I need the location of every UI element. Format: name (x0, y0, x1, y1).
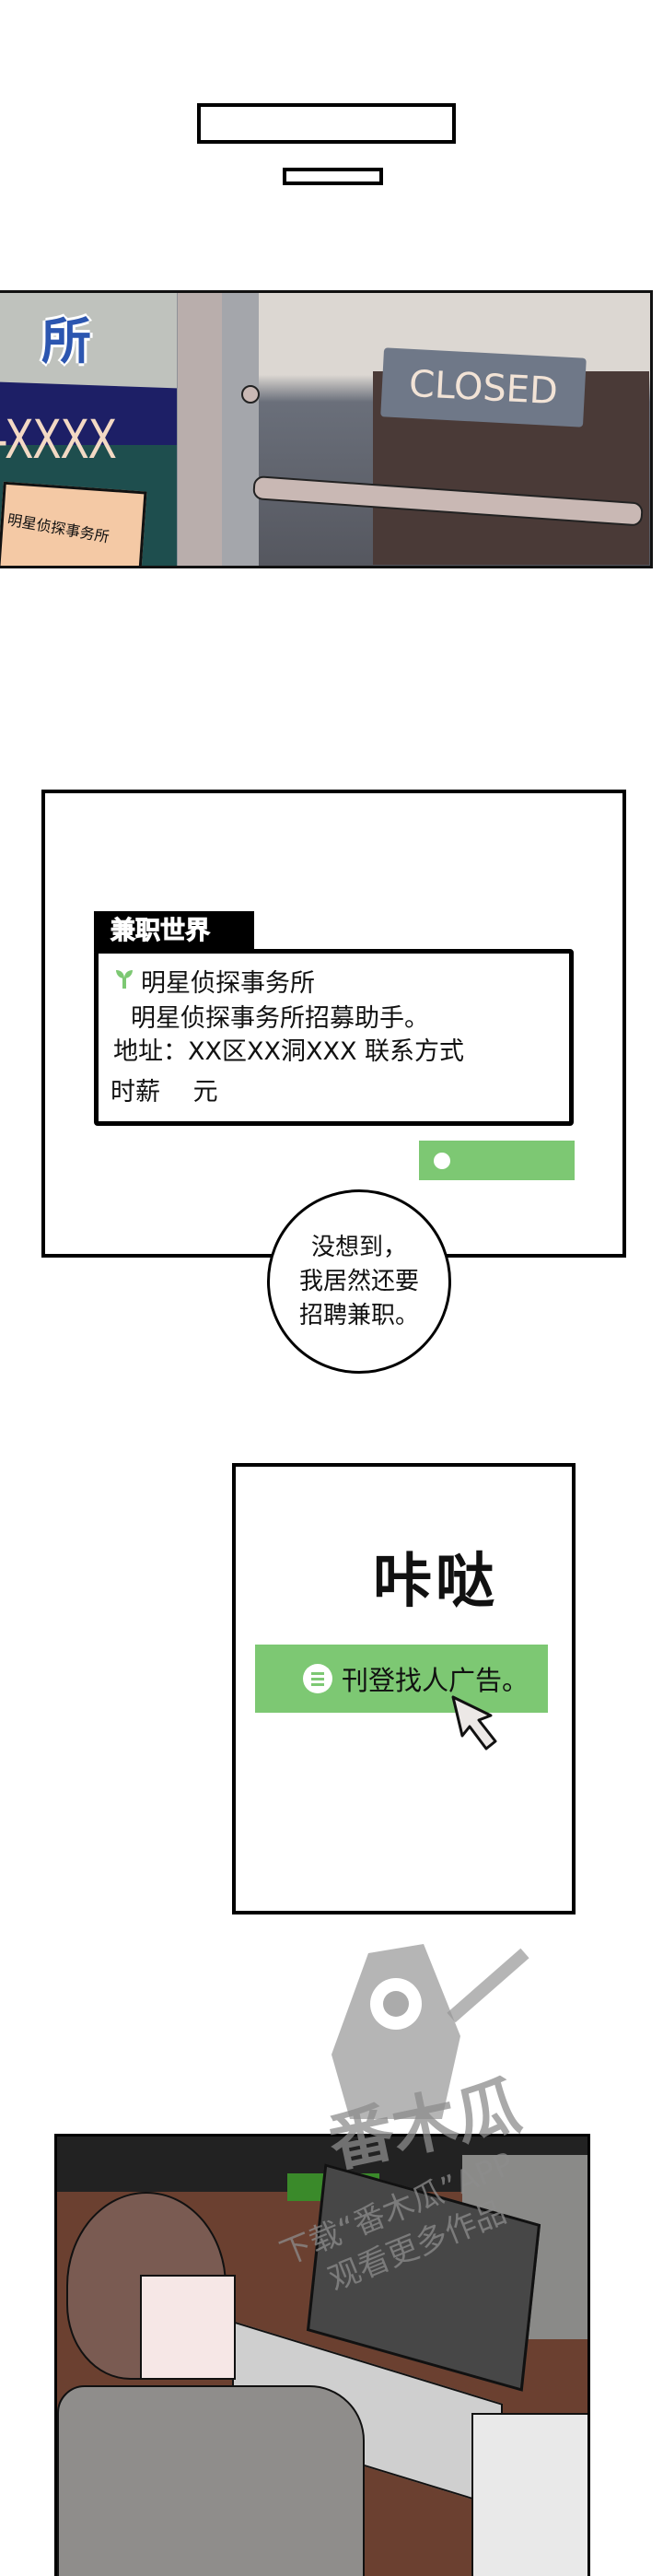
door-edge (222, 293, 259, 566)
bubble-line: 没想到， (310, 1233, 407, 1261)
watermark: 番木瓜 下载“番木瓜”APP 观看更多作品 (275, 1935, 645, 2298)
site-tab: 兼职世界 (94, 911, 254, 952)
empty-caption-box (197, 103, 456, 144)
job-ad-card: 明星侦探事务所 明星侦探事务所招募助手。 地址：XX区XX洞XXX 联系方式 时… (94, 949, 574, 1126)
phone-number: -XXXX (0, 408, 117, 471)
sign-character: 所 (41, 312, 91, 370)
empty-caption-box-small (283, 168, 383, 185)
menu-icon (303, 1664, 332, 1693)
person-face (140, 2275, 236, 2380)
door-handle-top (241, 385, 260, 404)
ad-address: 地址：XX区XX洞XXX 联系方式 (113, 1037, 465, 1066)
panel-laptop (54, 2134, 590, 2576)
notice-paper: 明星侦探事务所 (0, 481, 147, 566)
paper-text: 明星侦探事务所 (6, 510, 111, 546)
ad-wage: 时薪 元 (110, 1078, 218, 1107)
post-ad-button[interactable]: 刊登找人广告。 (255, 1645, 548, 1713)
bubble-line: 招聘兼职。 (298, 1301, 419, 1329)
speech-bubble: 没想到， 我居然还要 招聘兼职。 (267, 1189, 451, 1374)
watermark-logo-icon (332, 1944, 529, 2119)
apply-button[interactable] (419, 1141, 575, 1180)
bubble-line: 我居然还要 (298, 1267, 419, 1295)
mouse-cursor-icon (451, 1695, 497, 1751)
click-sound-effect: 咔哒 (373, 1548, 498, 1616)
door-frame (178, 293, 222, 566)
sprout-icon (116, 970, 133, 989)
post-ad-label: 刊登找人广告。 (342, 1665, 529, 1696)
closed-sign: CLOSED (380, 347, 587, 427)
ad-description: 明星侦探事务所招募助手。 (131, 1004, 429, 1033)
paper-stack (471, 2413, 587, 2576)
ad-company: 明星侦探事务所 (141, 969, 315, 998)
person-hoodie (57, 2385, 365, 2576)
dot-icon (434, 1153, 450, 1169)
panel-closed-office: 明星侦探事务所 所 -XXXX CLOSED (0, 290, 653, 568)
